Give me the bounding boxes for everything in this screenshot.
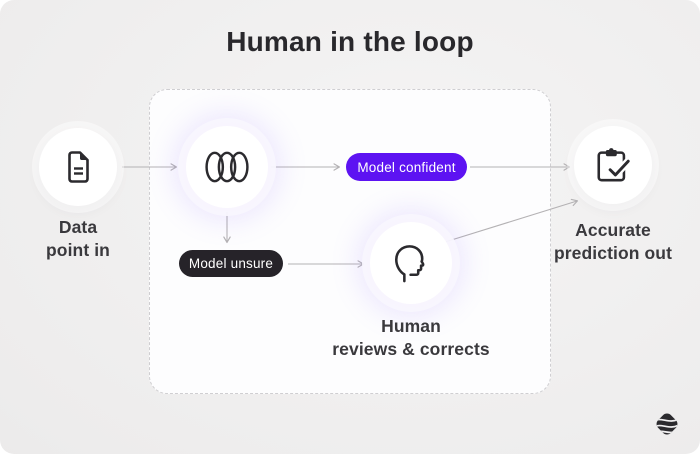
output-node-circle [574,126,652,204]
input-node-label: Data point in [18,216,138,262]
document-icon [67,151,89,183]
human-label-line2: reviews & corrects [332,339,490,359]
human-node-circle [370,222,452,304]
badge-model-unsure-label: Model unsure [188,256,274,271]
badge-model-unsure: Model unsure [179,250,283,277]
human-node-label: Human reviews & corrects [311,315,511,361]
input-label-line1: Data [58,217,98,237]
output-label-line1: Accurate [575,220,651,240]
page-title: Human in the loop [226,26,474,57]
human-label-line1: Human [381,316,441,336]
head-profile-icon [394,245,425,283]
input-label-line2: point in [46,240,110,260]
badge-model-confident-label: Model confident [357,159,456,175]
clipboard-check-icon [597,148,632,182]
input-node-circle [39,128,117,206]
output-node-label: Accurate prediction out [538,219,688,265]
badge-model-confident: Model confident [346,153,467,181]
sphere-logo-icon [654,413,680,435]
model-node-circle [186,126,268,208]
output-label-line2: prediction out [553,243,673,263]
model-coils-icon [205,151,249,183]
